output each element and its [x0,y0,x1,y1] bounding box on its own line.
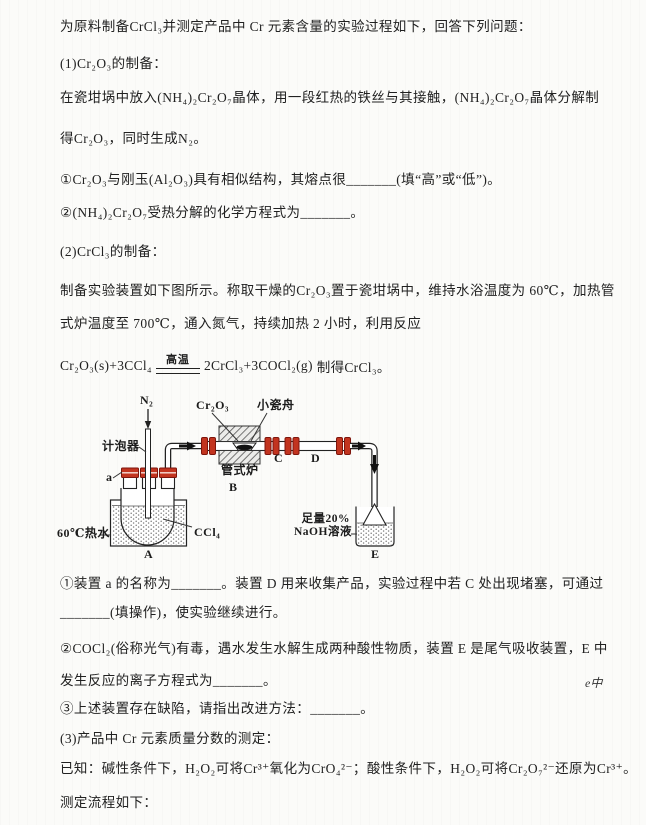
text-line-q2-body-2: 式炉温度至 700℃，通入氮气，持续加热 2 小时，利用反应 [60,316,422,331]
apparatus-diagram-art [100,409,395,547]
ccl4-label: CCl₄ [194,525,221,539]
text-line-q3-heading: (3)产品中 Cr 元素质量分数的测定： [60,731,280,746]
text-line-intro: 为原料制备CrCl₃并测定产品中 Cr 元素含量的实验过程如下，回答下列问题： [60,19,532,34]
equation-condition: 高温 [155,354,200,374]
joint-c-label: C [274,451,284,465]
stray-print-mark: e中 [585,676,603,690]
equation-suffix: 制得CrCl₃。 [316,360,391,375]
porcelain-boat [232,442,257,451]
port-a-pointer-line [112,471,123,479]
text-line-q2-body-1: 制备实验装置如下图所示。称取干燥的Cr₂O₃置于瓷坩埚中，维持水浴温度为 60℃… [60,283,615,298]
connecting-tube-right [350,442,378,511]
boat-label: 小瓷舟 [257,398,295,412]
inverted-funnel [362,502,387,526]
equation-right: 2CrCl₃+3COCl₂(g) [203,358,313,373]
cr2o3-pointer-line [211,412,239,442]
text-line-q2-sub2-2: 发生反应的离子方程式为_______。 [60,673,277,688]
port-a-label: a [106,470,113,484]
boat-pointer-line [250,412,268,442]
naoh-label-line2: NaOH溶液 [294,526,352,538]
naoh-label-line1: 足量20% [301,513,350,525]
flask-a-label: A [144,547,154,561]
equation-double-line-icon [155,367,200,374]
ccl4-pointer-line [162,518,193,528]
text-line-q2-heading: (2)CrCl₃的制备： [60,244,166,259]
n2-inlet-arrow-icon [144,409,152,429]
bubble-counter-label: 计泡器 [102,439,140,453]
text-line-q2-sub2-1: ②COCl₂(俗称光气)有毒，遇水发生水解生成两种酸性物质，装置 E 是尾气吸收… [60,641,608,656]
hot-water-label: 60℃热水 [57,526,110,540]
text-line-q3-flow: 测定流程如下： [60,795,158,810]
text-line-q2-sub1-1: ①装置 a 的名称为_______。装置 D 用来收集产品，实验过程中若 C 处… [60,576,604,591]
text-line-q2-sub3: ③上述装置存在缺陷，请指出改进方法：_______。 [60,701,375,716]
apparatus-diagram: N₂ 计泡器 a 60℃热水 CCl₄ A Cr₂O₃ 小瓷舟 管式炉 B C … [0,392,646,567]
text-line-q1-sub2: ②(NH₄)₂Cr₂O₇受热分解的化学方程式为_______。 [60,205,365,220]
flow-arrow-down-icon [370,455,379,474]
equation-left: Cr₂O₃(s)+3CCl₄ [60,358,152,373]
beaker-e-label: E [371,547,380,561]
equation-condition-text: 高温 [165,354,190,367]
text-line-q1-heading: (1)Cr₂O₃的制备： [60,56,168,71]
text-line-q1-body-1: 在瓷坩埚中放入(NH₄)₂Cr₂O₇晶体，用一段红热的铁丝与其接触，(NH₄)₂… [60,90,600,105]
cr2o3-label: Cr₂O₃ [196,398,230,412]
connecting-tube-left [164,442,206,476]
bubble-counter-tube [145,428,151,519]
tube-d-label: D [311,451,321,465]
flow-arrow-left-icon [179,441,196,451]
furnace-b-label: B [229,480,238,494]
furnace-label: 管式炉 [221,463,259,477]
gas-absorption-beaker [355,502,395,547]
text-line-q1-sub1: ①Cr₂O₃与刚玉(Al₂O₃)具有相似结构，其熔点很_______(填“高”或… [60,172,502,187]
flow-arrow-right-icon [352,441,366,451]
text-line-q3-known: 已知：碱性条件下，H₂O₂可将Cr³⁺氧化为CrO₄²⁻；酸性条件下，H₂O₂可… [60,761,638,776]
n2-label: N₂ [140,393,154,407]
text-line-q2-sub1-2: _______(填操作)，使实验继续进行。 [60,605,287,620]
bubble-counter-pointer-line [138,446,147,453]
text-line-q1-body-2: 得Cr₂O₃，同时生成N₂。 [60,131,208,146]
reaction-equation: Cr₂O₃(s)+3CCl₄ 高温 2CrCl₃+3COCl₂(g) 制得CrC… [60,348,391,384]
